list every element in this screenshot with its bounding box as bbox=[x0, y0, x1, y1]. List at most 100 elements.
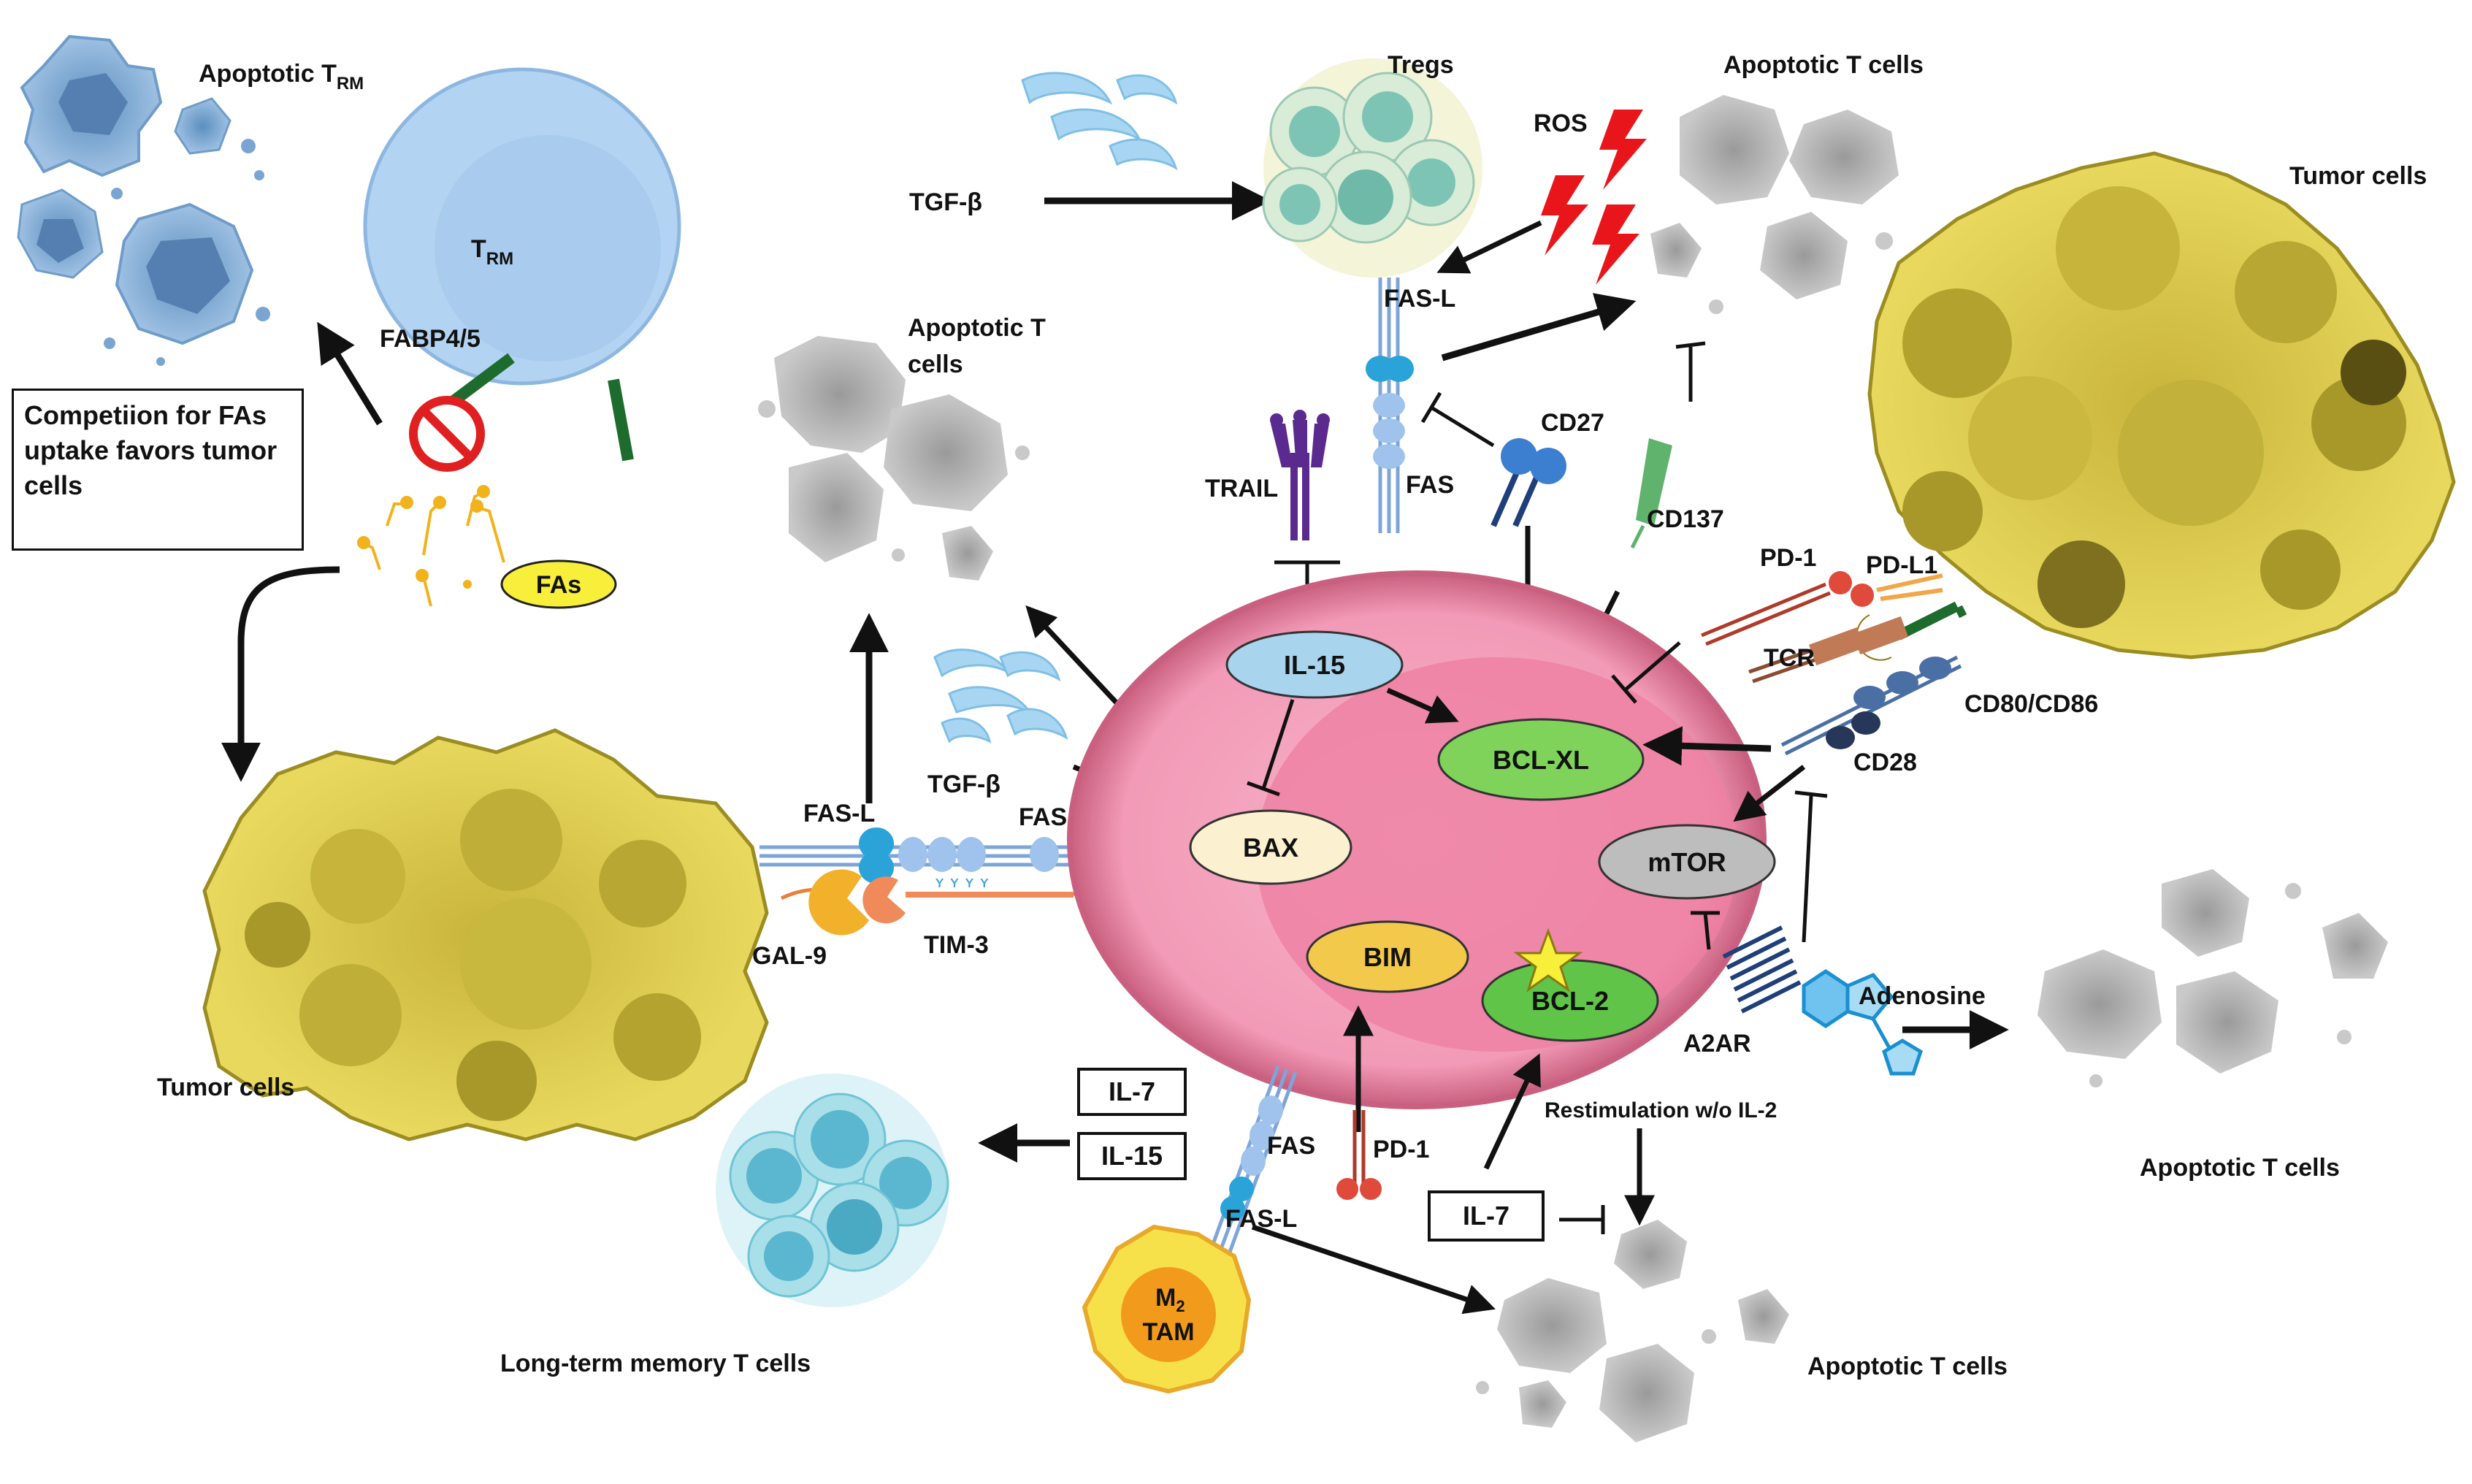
svg-text:mTOR: mTOR bbox=[1648, 847, 1726, 877]
label-cd137: CD137 bbox=[1647, 505, 1724, 533]
box-il7-top: IL-7 bbox=[1077, 1068, 1187, 1116]
star-icon bbox=[1513, 928, 1583, 992]
node-bcl-2: BCL-2 bbox=[1481, 959, 1659, 1042]
box-il7-bottom: IL-7 bbox=[1428, 1190, 1545, 1242]
node-bcl-xl: BCL-XL bbox=[1437, 718, 1645, 801]
label-tcr: TCR bbox=[1764, 644, 1815, 672]
tumor-cluster-right bbox=[1867, 151, 2456, 659]
pd1-bottom-receptor bbox=[1336, 1110, 1382, 1200]
label-tam: TAM bbox=[1142, 1318, 1194, 1346]
label-apoptotic-bottom: Apoptotic T cells bbox=[1807, 1353, 2008, 1380]
gal9-tim3: ʏ ʏ ʏ ʏ bbox=[780, 869, 1125, 936]
apoptotic-t-cells-right bbox=[2037, 869, 2388, 1087]
trail-receptor bbox=[1270, 410, 1330, 540]
label-apoptotic-trm: Apoptotic TRM bbox=[199, 60, 364, 93]
memory-t-cells-cluster bbox=[716, 1074, 949, 1307]
competition-note-text: Competiion for FAs uptake favors tumor c… bbox=[24, 400, 278, 500]
label-cd27: CD27 bbox=[1541, 409, 1604, 437]
arrow-cd28-to-mtor bbox=[1733, 765, 1806, 822]
apoptotic-t-cells-top bbox=[1650, 95, 1899, 314]
tgf-beta-top-icon bbox=[1021, 72, 1178, 171]
label-pd1-right: PD-1 bbox=[1760, 544, 1816, 572]
a2ar-receptor bbox=[1722, 925, 1802, 1014]
label-fasl-top: FAS-L bbox=[1384, 285, 1455, 313]
inhibit-cd27-fas bbox=[1420, 391, 1495, 448]
box-il7-top-text: IL-7 bbox=[1108, 1076, 1155, 1106]
label-tumor-right: Tumor cells bbox=[2289, 162, 2427, 190]
inhibit-il7-apoptotic bbox=[1559, 1205, 1605, 1234]
apoptotic-trm-cluster bbox=[17, 34, 270, 366]
label-fas-top: FAS bbox=[1406, 471, 1454, 499]
label-pdl1: PD-L1 bbox=[1866, 551, 1937, 579]
label-cd28: CD28 bbox=[1853, 749, 1917, 776]
label-restim: Restimulation w/o IL-2 bbox=[1545, 1098, 1777, 1122]
label-trail: TRAIL bbox=[1205, 475, 1278, 502]
apoptotic-t-cells-mid bbox=[758, 336, 1030, 581]
tgf-beta-mid-icon bbox=[933, 649, 1068, 743]
node-il15: IL-15 bbox=[1225, 630, 1404, 699]
box-il7-bottom-text: IL-7 bbox=[1462, 1201, 1509, 1231]
ros-icon bbox=[1541, 110, 1647, 285]
label-fabp: FABP4/5 bbox=[380, 325, 481, 353]
label-m2: M2 bbox=[1155, 1284, 1185, 1315]
label-tim3: TIM-3 bbox=[924, 931, 989, 959]
label-fas-left: FAS bbox=[1019, 803, 1067, 831]
node-bax: BAX bbox=[1189, 809, 1352, 885]
fatty-acids-icon bbox=[357, 485, 505, 607]
tregs-cluster bbox=[1262, 58, 1482, 278]
label-pd1-bottom: PD-1 bbox=[1373, 1136, 1429, 1163]
trm-receptor-right bbox=[608, 378, 634, 462]
label-tgf-top: TGF-β bbox=[909, 188, 982, 216]
label-a2ar: A2AR bbox=[1683, 1030, 1751, 1057]
arrow-fasl-to-apoptotic bbox=[1441, 293, 1637, 362]
arrow-fasl-to-apoptotic-bottom bbox=[1251, 1224, 1496, 1315]
arrow-to-apoptotic-trm bbox=[317, 321, 383, 426]
label-apoptotic-right: Apoptotic T cells bbox=[2140, 1154, 2340, 1182]
svg-text:BCL-2: BCL-2 bbox=[1531, 986, 1609, 1016]
label-fasl-left: FAS-L bbox=[803, 800, 875, 827]
cd27-receptor bbox=[1491, 438, 1566, 527]
label-gal9: GAL-9 bbox=[752, 942, 827, 970]
inhibit-a2ar-cd28 bbox=[1794, 790, 1828, 943]
label-cd80: CD80/CD86 bbox=[1964, 690, 2098, 718]
box-il15: IL-15 bbox=[1077, 1132, 1187, 1180]
inhibit-a2ar-mtor bbox=[1691, 911, 1720, 950]
box-il15-text: IL-15 bbox=[1101, 1141, 1163, 1171]
svg-text:BIM: BIM bbox=[1363, 942, 1412, 972]
fasl-fas-left-receptors bbox=[759, 827, 1074, 884]
competition-note-box: Competiion for FAs uptake favors tumor c… bbox=[12, 389, 304, 551]
m2-tam-cell bbox=[1082, 1224, 1252, 1394]
label-ros: ROS bbox=[1534, 110, 1588, 137]
arrow-to-tumor-left bbox=[221, 566, 340, 782]
arrow-ros-to-tregs bbox=[1436, 220, 1542, 274]
fasl-fas-top-receptor bbox=[1366, 278, 1414, 533]
label-apoptotic-mid-1: Apoptotic T bbox=[908, 314, 1046, 342]
label-apoptotic-mid-2: cells bbox=[908, 351, 963, 378]
fas-blob bbox=[500, 559, 617, 609]
label-fas-bottom: FAS bbox=[1267, 1132, 1315, 1160]
svg-text:ʏ ʏ ʏ ʏ: ʏ ʏ ʏ ʏ bbox=[935, 873, 990, 892]
trm-cell bbox=[363, 67, 681, 386]
inhibit-tcr-bclxl bbox=[1611, 641, 1681, 704]
label-tumor-left: Tumor cells bbox=[157, 1074, 294, 1101]
tcr-receptor bbox=[1748, 616, 1909, 684]
arrow-cd28-to-bclxl bbox=[1642, 726, 1772, 766]
node-mtor: mTOR bbox=[1598, 824, 1776, 900]
label-adenosine: Adenosine bbox=[1859, 982, 1986, 1010]
label-apoptotic-top: Apoptotic T cells bbox=[1723, 51, 1924, 79]
label-memory: Long-term memory T cells bbox=[500, 1350, 811, 1377]
adenosine-icon bbox=[1802, 968, 1924, 1076]
inhibit-il15-bax bbox=[1247, 699, 1295, 797]
label-trm: TRM bbox=[471, 235, 513, 269]
svg-text:BAX: BAX bbox=[1243, 833, 1298, 863]
label-fas-blob: FAs bbox=[536, 571, 581, 599]
apoptotic-t-cells-bottom bbox=[1476, 1220, 1789, 1442]
tumor-cluster-left bbox=[202, 728, 769, 1141]
label-tregs: Tregs bbox=[1388, 51, 1454, 79]
cd137-receptor bbox=[1630, 438, 1672, 549]
fas-fasl-bottom-receptor bbox=[1206, 1066, 1298, 1263]
cd80-cd28-receptors bbox=[1780, 655, 1962, 756]
inhibit-cd137-apoptotic bbox=[1675, 341, 1706, 402]
node-bim: BIM bbox=[1306, 920, 1469, 993]
